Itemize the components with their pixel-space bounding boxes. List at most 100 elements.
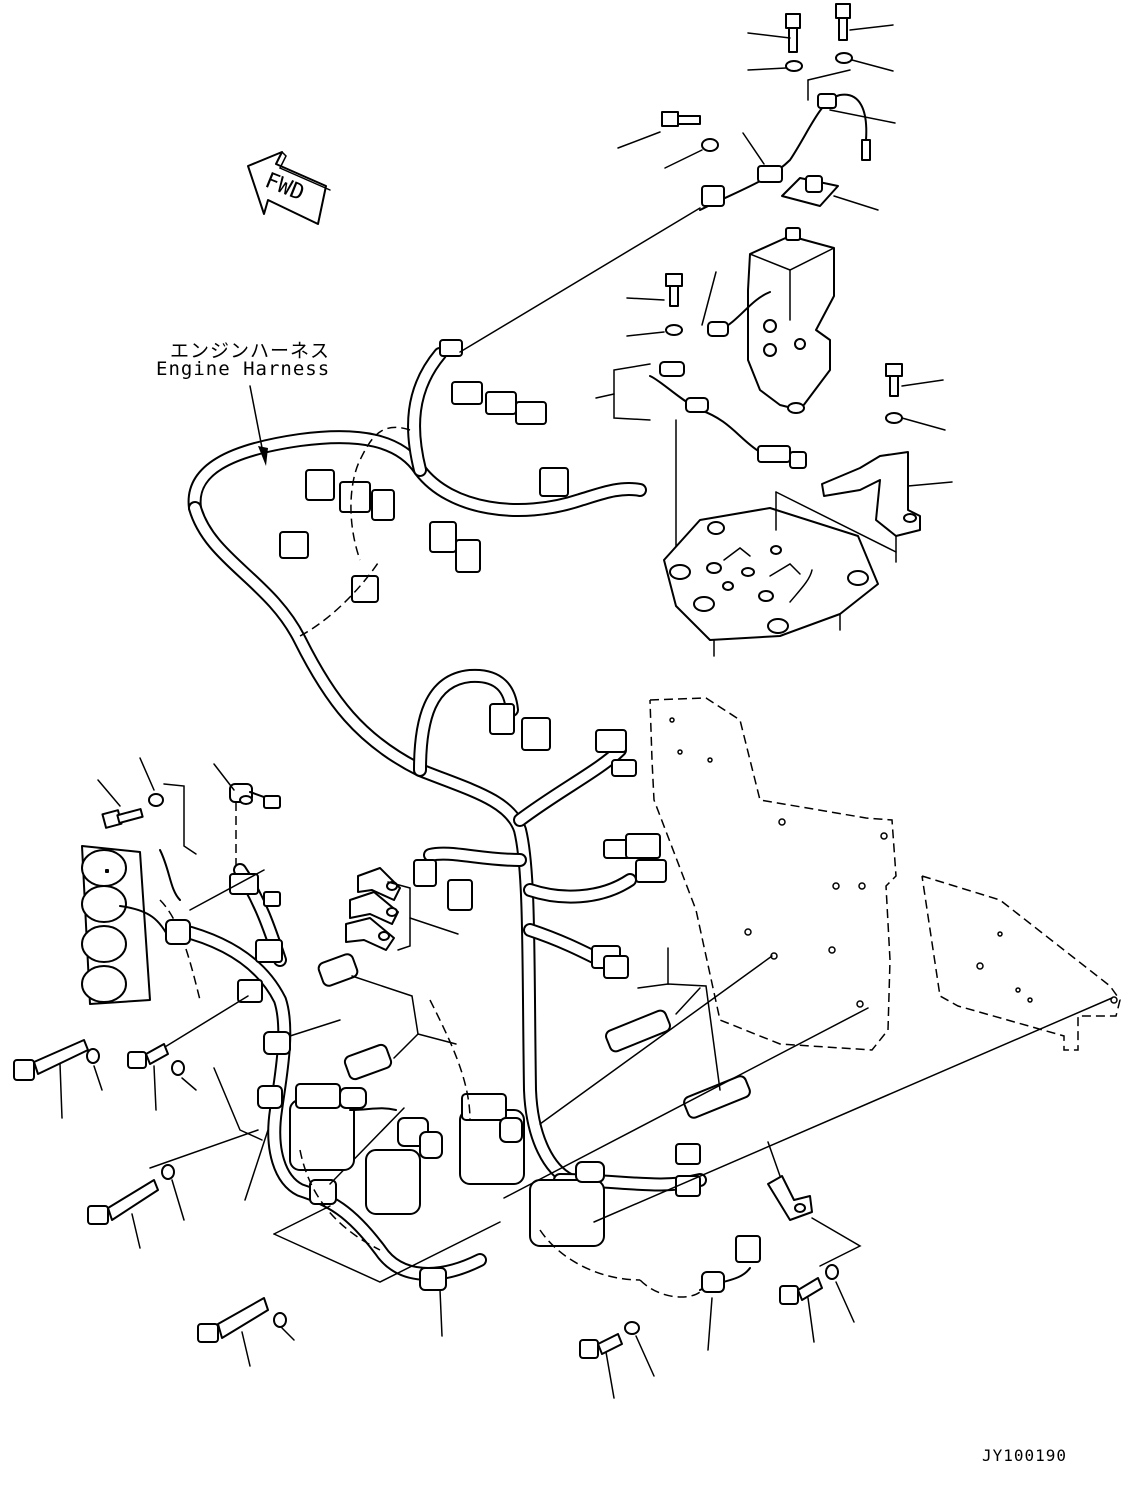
bolt-icon — [661, 111, 679, 127]
spacer-tube-icon — [317, 953, 359, 987]
connector-icon — [279, 531, 309, 559]
clip-icon — [659, 361, 685, 377]
spacer-tube-icon — [683, 1075, 751, 1119]
connector-icon — [339, 481, 371, 513]
washer-icon — [701, 138, 719, 152]
connector-icon — [439, 339, 463, 357]
connector-icon — [635, 859, 667, 883]
bolt-icon — [665, 273, 683, 287]
coil-icon — [339, 1087, 367, 1109]
connector-icon — [351, 575, 379, 603]
spacer-tube-icon — [605, 1009, 671, 1053]
connector-icon — [515, 401, 547, 425]
valve-block — [595, 227, 835, 561]
clamp-icon — [701, 1271, 725, 1293]
connector-icon — [611, 759, 637, 777]
spacer-icon — [805, 175, 823, 193]
connector-icon — [237, 979, 263, 1003]
clamp-icon — [257, 1085, 283, 1109]
bolt-icon — [87, 1205, 109, 1225]
solenoid-units — [289, 1083, 605, 1247]
connector-icon — [255, 939, 283, 963]
base-plate — [663, 507, 879, 657]
bolt-icon — [116, 808, 144, 824]
bolt-icon — [838, 17, 848, 41]
washer-icon — [835, 52, 853, 64]
washer-icon — [273, 1312, 287, 1328]
clip-icon — [685, 397, 709, 413]
clip-icon — [757, 165, 783, 183]
bolt-icon — [788, 27, 798, 53]
washer-icon — [665, 324, 683, 336]
engine-harness — [187, 347, 707, 1192]
harness-connectors — [279, 339, 761, 1263]
bolt-icon — [127, 1051, 147, 1069]
center-dashed-lines — [299, 207, 701, 1281]
connector-icon — [485, 391, 517, 415]
drawing-code: JY100190 — [982, 1446, 1068, 1465]
fwd-arrow-icon: FWD — [247, 151, 331, 225]
coil-icon — [419, 1131, 443, 1159]
spacer-parts — [317, 867, 751, 1119]
coil-icon — [575, 1161, 605, 1183]
bottom-bolts — [13, 955, 1113, 1399]
connector-icon — [413, 859, 437, 887]
clamp-icon — [165, 919, 191, 945]
connector-icon — [371, 489, 395, 521]
side-panel — [921, 875, 1121, 1051]
spacer-tube-icon — [343, 1043, 393, 1081]
left-harness — [149, 863, 487, 1337]
clamp-icon — [263, 1031, 291, 1055]
bolt-icon — [669, 285, 679, 307]
upper-right-assembly — [617, 3, 896, 211]
connector-icon — [595, 729, 627, 753]
washer-icon — [885, 412, 903, 424]
clamp-icon — [309, 1179, 337, 1205]
coil-icon — [499, 1117, 523, 1143]
clip-icon — [817, 93, 837, 109]
frame-plate — [649, 697, 897, 1051]
bolt-icon — [889, 375, 899, 397]
connector-icon — [305, 469, 335, 501]
harness-label-en: Engine Harness — [156, 358, 331, 380]
left-connector-stack — [81, 757, 281, 1005]
sensor-tip-icon — [861, 139, 871, 161]
connector-icon — [429, 521, 457, 553]
connector-icon — [489, 703, 515, 735]
washer-icon — [785, 60, 803, 72]
bolt-icon — [779, 1285, 799, 1305]
clip-icon — [707, 321, 729, 337]
harness-leader — [249, 385, 268, 466]
washer-icon — [161, 1164, 175, 1180]
connector-icon — [539, 467, 569, 497]
connector-icon — [701, 185, 725, 207]
connector-icon — [757, 445, 791, 463]
washer-icon — [825, 1264, 839, 1280]
connector-icon — [735, 1235, 761, 1263]
bolt-icon — [579, 1339, 599, 1359]
harness-label-jp: エンジンハーネス — [170, 340, 331, 362]
connector-icon — [447, 879, 473, 911]
washer-icon — [86, 1048, 100, 1064]
bolt-icon — [835, 3, 851, 19]
connector-icon — [229, 873, 259, 895]
bolt-icon — [785, 13, 801, 29]
connector-icon — [789, 451, 807, 469]
bolt-icon — [13, 1059, 35, 1081]
connector-icon — [521, 717, 551, 751]
washer-icon — [171, 1060, 185, 1076]
clamp-icon — [419, 1267, 447, 1291]
connector-icon — [625, 833, 661, 859]
washer-icon — [624, 1321, 640, 1335]
connector-icon — [603, 955, 629, 979]
connector-icon — [675, 1143, 701, 1165]
bolt-icon — [885, 363, 903, 377]
bolt-icon — [677, 115, 701, 125]
washer-icon — [148, 793, 164, 807]
side-bracket — [775, 363, 953, 563]
connector-icon — [451, 381, 483, 405]
bolt-icon — [197, 1323, 219, 1343]
connector-icon — [675, 1175, 701, 1197]
